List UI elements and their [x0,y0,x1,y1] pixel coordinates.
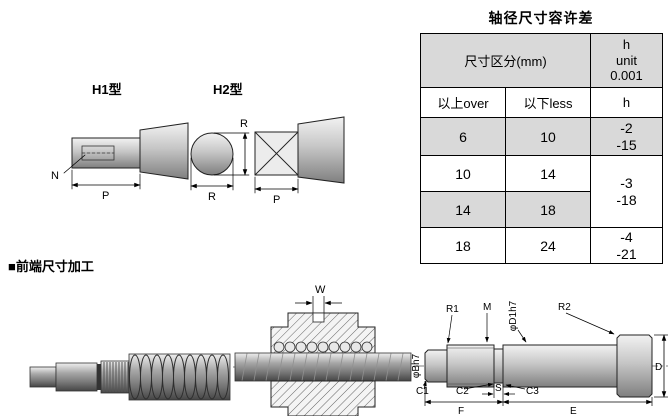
cell-less: 10 [505,117,591,156]
dim-w-label: W [315,284,326,296]
dim-b-label: φBh7 [411,353,422,378]
table-title: 轴径尺寸容许差 [488,10,594,26]
section-d1 [502,344,618,388]
cell-h: -4 -21 [590,227,663,264]
dim-f-label: F [458,406,464,416]
cell-h: -3 -18 [590,155,663,228]
cell-over: 18 [420,227,506,264]
cell-h: -2 -15 [590,117,663,156]
dim-w-group: W [295,284,342,316]
h1-taper [139,122,189,180]
shaft-type-diagrams: H1型 H2型 N P R R [51,82,345,206]
shaft-undercut [97,364,101,390]
section-front-end-label: ■前端尺寸加工 [8,259,94,274]
screw-shaft [234,352,412,382]
h1-journal [71,137,141,169]
nut-assembly-drawing: W [233,284,413,416]
dim-d1-label: φD1h7 [508,300,519,331]
h2-taper [297,116,345,184]
shaft-profile [424,334,653,398]
table-row: 6 10 -2 -15 [420,117,663,156]
dim-r2-label: R2 [558,302,571,313]
cell-less: 24 [505,227,591,264]
cell-over: 6 [420,117,506,156]
top-callouts: R1 M φD1h7 R2 [446,300,615,344]
h1-type-label: H1型 [92,82,122,97]
shaft-journal [55,362,98,392]
h2-dim-r-top-label: R [240,118,248,130]
dim-s-label: S [495,383,502,394]
h2-end-view [190,132,234,176]
shaft-tip [29,366,57,388]
dim-e-label: E [570,406,577,416]
cell-less: 14 [505,155,591,192]
h2-dim-p-label: P [273,194,280,206]
h2-type-label: H2型 [213,82,243,97]
dim-r1-label: R1 [446,304,459,315]
machined-shaft [29,353,231,401]
dim-c3-label: C3 [526,386,539,397]
dim-d-group: D [654,334,668,398]
h2-dim-r-bottom-label: R [208,191,216,203]
table-header-size: 尺寸区分(mm) [420,33,591,88]
table-subheader-over: 以上over [420,87,506,118]
section-d [616,334,653,398]
table-row: 10 14 -3 -18 [420,155,663,228]
balls-top [273,341,373,353]
table-subheader-h: h [590,87,663,118]
table-subheader-less: 以下less [505,87,591,118]
bottom-callouts: C1 C2 S C3 [416,380,539,398]
dimension-drawing: R1 M φD1h7 R2 φBh7 C1 C2 S C3 [411,300,668,416]
dim-d-label: D [655,362,662,373]
screw-grooves [129,354,229,400]
h1-dim-n-label: N [51,170,59,182]
section-b [424,349,448,383]
groove-s [493,348,504,384]
length-dimensions: F E [424,381,653,416]
dim-m-label: M [483,302,491,313]
cell-less: 18 [505,191,591,228]
table-row: 18 24 -4 -21 [420,227,663,264]
dim-c1-label: C1 [416,386,429,397]
h2-diagram: R R P [190,116,345,206]
cell-over: 14 [420,191,506,228]
housing-bottom [270,380,376,416]
cell-over: 10 [420,155,506,192]
tolerance-table: 尺寸区分(mm) h unit 0.001 以上over 以下less h 6 … [420,33,663,264]
section-m-thread [446,344,495,388]
h1-dim-p-label: P [102,190,109,202]
ball-screw-section [128,353,231,401]
housing-top [270,312,376,354]
table-row: 14 18 [420,191,663,228]
table-header-h: h unit 0.001 [590,33,663,88]
dim-c2-label: C2 [456,386,469,397]
h1-diagram: N P [51,122,189,202]
shaft-photo-drawing [29,353,231,401]
seal-groove [312,312,325,323]
